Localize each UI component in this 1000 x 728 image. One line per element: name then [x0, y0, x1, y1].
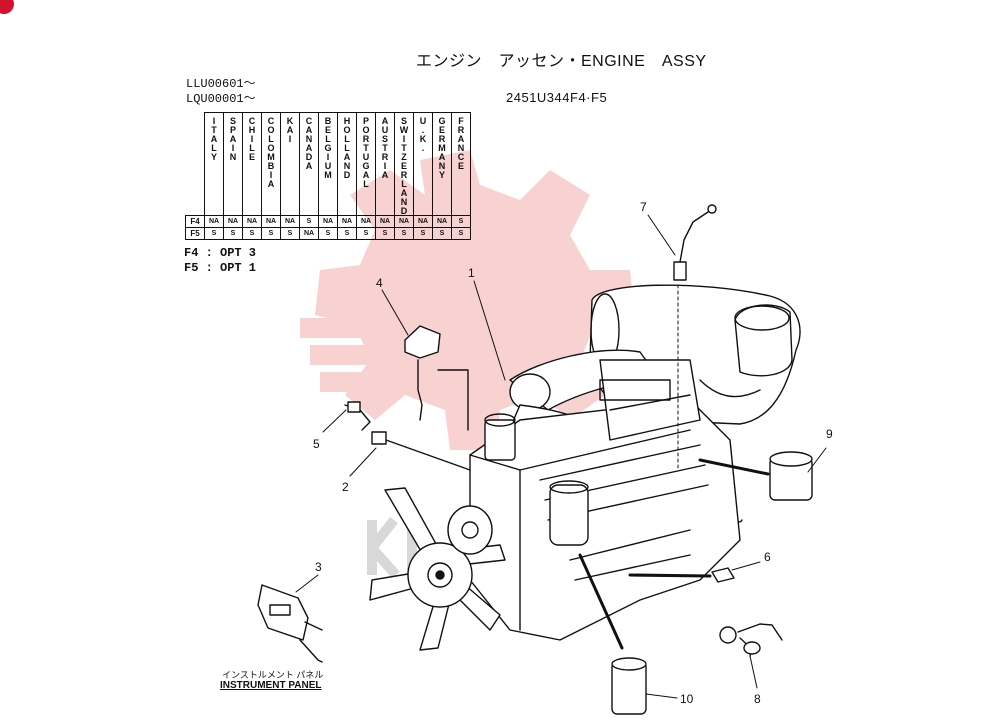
part-7-sender — [673, 204, 717, 281]
table-cell: NA — [356, 215, 376, 228]
water-outlet — [484, 413, 516, 461]
part-3-panel — [257, 584, 323, 663]
col-chile: CHILE — [242, 112, 262, 216]
col-holland: HOLLAND — [337, 112, 357, 216]
alternator — [447, 505, 493, 555]
col-belgium: BELGIUM — [318, 112, 338, 216]
table-cell: NA — [375, 215, 395, 228]
cooling-fan — [369, 487, 506, 651]
table-cell: NA — [280, 215, 300, 228]
table-corner — [185, 112, 205, 216]
col-austria: AUSTRIA — [375, 112, 395, 216]
oil-filter — [549, 480, 589, 546]
option-f5: F5 : OPT 1 — [184, 261, 257, 275]
col-canada: CANADA — [299, 112, 319, 216]
table-cell: NA — [242, 215, 262, 228]
col-germany: GERMANY — [432, 112, 452, 216]
table-cell: NA — [432, 215, 452, 228]
callout-1: 1 — [468, 266, 475, 280]
col-france: FRANCE — [451, 112, 471, 216]
callout-8: 8 — [754, 692, 761, 706]
pointer-line-4 — [437, 369, 469, 431]
instrument-panel-label: INSTRUMENT PANEL — [220, 680, 322, 691]
part-2-sensor — [371, 431, 471, 471]
table-cell: S — [413, 227, 433, 240]
table-cell: S — [356, 227, 376, 240]
table-cell: S — [318, 227, 338, 240]
col-uk: U.K. — [413, 112, 433, 216]
table-cell: S — [394, 227, 414, 240]
callout-6: 6 — [764, 550, 771, 564]
table-cell: S — [204, 227, 224, 240]
engine-block — [469, 359, 741, 641]
col-switzerland: SWITZERLAND — [394, 112, 414, 216]
table-cell: S — [223, 227, 243, 240]
callout-7: 7 — [640, 200, 647, 214]
table-row-f5: F5 S S S S S NA S S S S S S S S — [185, 227, 471, 240]
row-label: F5 — [185, 227, 205, 240]
table-cell: NA — [299, 227, 319, 240]
table-cell: S — [299, 215, 319, 228]
table-row-f4: F4 NA NA NA NA NA S NA NA NA NA NA NA NA… — [185, 215, 471, 228]
col-portugal: PORTUGAL — [356, 112, 376, 216]
table-cell: NA — [318, 215, 338, 228]
table-cell: S — [432, 227, 452, 240]
table-cell: NA — [394, 215, 414, 228]
instrument-panel-label-jp: インストルメント パネル — [222, 670, 324, 680]
country-spec-table: ITALY SPAIN CHILE COLOMBIA KAI CANADA BE… — [185, 112, 471, 240]
part-9-filter — [769, 451, 813, 501]
table-cell: S — [375, 227, 395, 240]
option-f4: F4 : OPT 3 — [184, 246, 257, 260]
table-cell: S — [451, 227, 471, 240]
callout-4: 4 — [376, 276, 383, 290]
serial-range-1: LLU00601〜 — [186, 77, 256, 91]
table-cell: S — [280, 227, 300, 240]
corner-badge — [0, 0, 14, 14]
part-5-sender — [344, 401, 371, 431]
pointer-lines — [578, 458, 770, 650]
table-cell: NA — [413, 215, 433, 228]
serial-range-2: LQU00001〜 — [186, 92, 256, 106]
table-cell: NA — [337, 215, 357, 228]
col-kai: KAI — [280, 112, 300, 216]
col-colombia: COLOMBIA — [261, 112, 281, 216]
table-cell: NA — [223, 215, 243, 228]
table-cell: S — [337, 227, 357, 240]
part-6-plug — [711, 567, 735, 583]
table-cell: NA — [261, 215, 281, 228]
table-cell: S — [451, 215, 471, 228]
part-10-filter — [611, 657, 647, 715]
part-number: 2451U344F4·F5 — [506, 90, 608, 105]
col-spain: SPAIN — [223, 112, 243, 216]
callout-10: 10 — [680, 692, 694, 706]
table-cell: NA — [204, 215, 224, 228]
row-label: F4 — [185, 215, 205, 228]
callout-2: 2 — [342, 480, 349, 494]
table-cell: S — [242, 227, 262, 240]
table-cell: S — [261, 227, 281, 240]
callout-3: 3 — [315, 560, 322, 574]
part-8-sensor — [719, 623, 783, 657]
col-italy: ITALY — [204, 112, 224, 216]
callout-9: 9 — [826, 427, 833, 441]
callout-5: 5 — [313, 437, 320, 451]
part-4-switch — [404, 325, 441, 421]
leader-lines — [295, 214, 827, 699]
page-title: エンジン アッセン・ENGINE ASSY — [416, 53, 707, 70]
